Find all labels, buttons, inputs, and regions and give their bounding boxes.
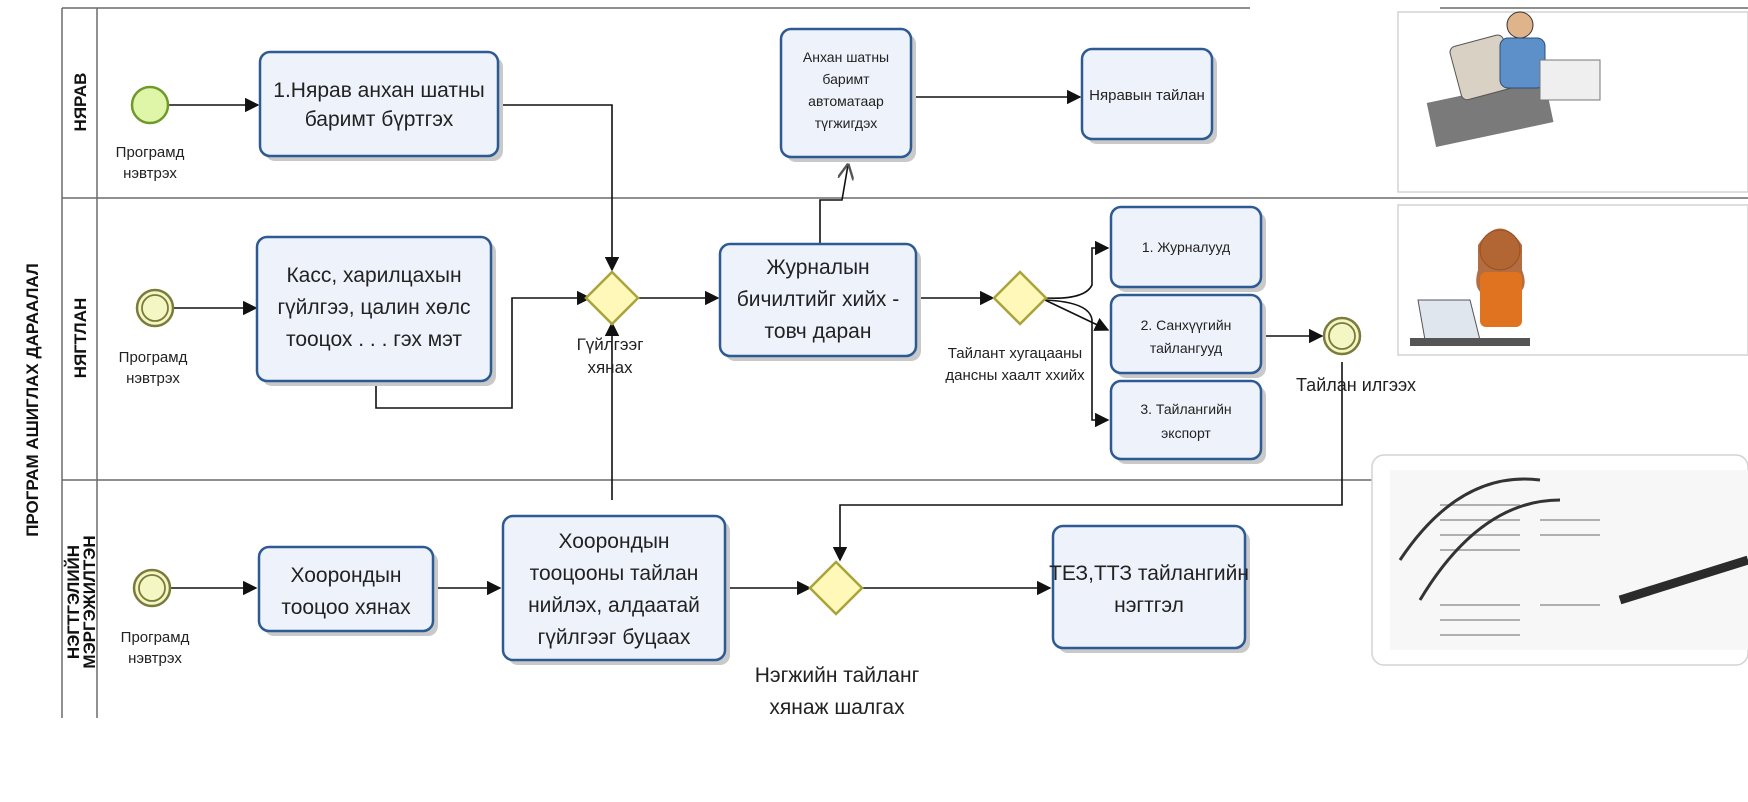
start-event-label: нэвтрэх — [123, 165, 177, 182]
task-journal-entry: Журналын бичилтийг хийх - товч даран — [718, 242, 921, 361]
task-auto-complete: Анхан шатны баримт автоматаар түгжигдэх — [779, 27, 916, 162]
gateway-label: Тайлант хугацааны — [948, 345, 1082, 362]
gateway-label: Нэгжийн тайланг — [755, 664, 920, 687]
gateway-label: хянаж шалгах — [769, 696, 905, 719]
task-label: Няравын тайлан — [1089, 87, 1205, 104]
task-label: Хоорондын — [290, 564, 401, 587]
gateway-period-close: Тайлант хугацааны дансны хаалт ххийх — [945, 270, 1085, 384]
task-intercompany-check: Хоорондын тооцоо хянах — [257, 545, 438, 636]
gateway-check-transactions: Гүйлгээг хянах — [577, 270, 644, 377]
task-label: түгжигдэх — [815, 115, 878, 131]
task-label: баримт бүртгэх — [305, 108, 454, 131]
task-label: Анхан шатны — [803, 49, 889, 65]
start-event-nyagtlan: Програмд нэвтрэх — [119, 288, 188, 387]
gateway-label: Гүйлгээг — [577, 335, 644, 354]
sequence-flows — [168, 89, 1343, 596]
task-label: бичилтийг хийх - — [737, 288, 900, 311]
task-label: Касс, харилцахын — [286, 264, 461, 287]
finance-papers-illustration — [1371, 454, 1748, 666]
task-nyarav-register: 1.Нярав анхан шатны баримт бүртгэх — [258, 50, 503, 161]
start-event-label: Програмд — [119, 349, 188, 366]
task-label: экспорт — [1161, 425, 1211, 441]
task-label: нийлэх, алдаатай — [528, 594, 700, 617]
task-label: нэгтгэл — [1114, 594, 1184, 617]
task-label: баримт — [822, 71, 870, 87]
task-label: ТЕЗ,ТТЗ тайлангийн — [1049, 562, 1249, 585]
accountant-illustration-2 — [1397, 204, 1748, 356]
lane-label-nyarav: НЯРАВ — [71, 73, 90, 132]
start-event-negtgel: Програмд нэвтрэх — [121, 568, 190, 667]
gateway-label: хянах — [587, 358, 633, 377]
task-label: 2. Санхүүгийн — [1141, 317, 1232, 333]
task-label: тайлангууд — [1150, 340, 1222, 356]
gateway-label: дансны хаалт ххийх — [945, 367, 1085, 384]
task-reconcile: Хоорондын тооцооны тайлан нийлэх, алдаат… — [501, 514, 730, 665]
lane-label-negtgel-1: НЭГТГЭЛИЙН — [64, 545, 83, 659]
task-label: тооцоо хянах — [281, 596, 411, 619]
task-label: тооцох . . . гэх мэт — [286, 328, 462, 351]
start-event-nyarav: Програмд нэвтрэх — [116, 85, 185, 182]
accountant-illustration-1 — [1397, 11, 1748, 193]
task-nyarav-report: Няравын тайлан — [1080, 47, 1217, 144]
task-label: гүйлгээ, цалин хөлс — [278, 296, 471, 319]
end-event-label: Тайлан илгээх — [1296, 375, 1416, 395]
pool-title: ПРОГРАМ АШИГЛАХ ДАРААЛАЛ — [23, 263, 42, 537]
task-label: гүйлгээг буцаах — [538, 626, 691, 649]
end-event-send-report: Тайлан илгээх — [1296, 316, 1416, 395]
task-label: 1. Журналууд — [1142, 239, 1230, 255]
gateway-unit-report: Нэгжийн тайланг хянаж шалгах — [755, 560, 920, 719]
task-journals: 1. Журналууд — [1109, 205, 1266, 292]
task-export: 3. Тайлангийн экспорт — [1109, 379, 1266, 464]
task-label: товч даран — [765, 320, 872, 343]
lane-label-nyagtlan: НЯГТЛАН — [71, 298, 90, 379]
lane-label-negtgel-2: МЭРГЭЖИЛТЭН — [80, 535, 99, 668]
start-event-label: нэвтрэх — [126, 370, 180, 387]
start-event-label: Програмд — [121, 629, 190, 646]
task-label: тооцооны тайлан — [530, 562, 699, 585]
task-label: Журналын — [766, 256, 869, 279]
task-financial-reports: 2. Санхүүгийн тайлангууд — [1109, 293, 1266, 378]
task-label: Хоорондын — [558, 530, 669, 553]
start-event-label: нэвтрэх — [128, 650, 182, 667]
task-label: 3. Тайлангийн — [1140, 401, 1231, 417]
task-label: автоматаар — [808, 93, 884, 109]
task-label: 1.Нярав анхан шатны — [273, 79, 484, 102]
task-cash-entries: Касс, харилцахын гүйлгээ, цалин хөлс тоо… — [255, 235, 496, 386]
start-event-label: Програмд — [116, 144, 185, 161]
task-consolidation: ТЕЗ,ТТЗ тайлангийн нэгтгэл — [1049, 524, 1250, 653]
